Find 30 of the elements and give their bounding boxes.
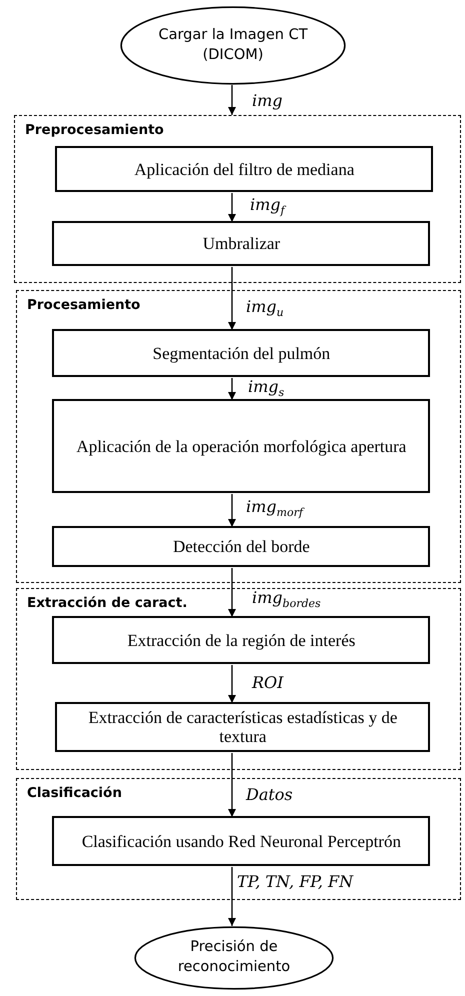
edge-label: img$_{u}$: [244, 298, 286, 320]
stage-title: Procesamiento: [27, 297, 140, 313]
arrow: [228, 753, 236, 817]
stage-title: Extracción de caract.: [27, 595, 188, 611]
edge-label: img$_{bordes}$: [250, 589, 323, 610]
edge-label: img$_{morf}$: [244, 498, 305, 520]
process-box: Clasificación usando Red Neuronal Perceptrón: [52, 816, 430, 866]
process-box: Aplicación del filtro de mediana: [55, 146, 434, 192]
edge-label: img$_{s}$: [246, 378, 286, 400]
arrow: [228, 568, 236, 617]
process-box: Extracción de la región de interés: [52, 616, 430, 664]
stage-title: Preprocesamiento: [25, 122, 164, 138]
process-box: Umbralizar: [52, 221, 430, 266]
arrow: [228, 867, 236, 926]
process-box: Aplicación de la operación morfológica apertura: [52, 399, 430, 494]
arrow: [228, 665, 236, 703]
arrow: [228, 85, 236, 115]
edge-label: img$_{f}$: [248, 196, 287, 218]
process-box: Extracción de características estadísticas y de textura: [55, 702, 430, 752]
arrow: [228, 267, 236, 330]
stage-title: Clasificación: [27, 785, 122, 801]
arrow: [228, 193, 236, 222]
process-box: Detección del borde: [52, 526, 430, 568]
arrow: [228, 378, 236, 400]
terminal-ellipse: Precisión de reconocimiento: [134, 926, 334, 990]
arrow: [228, 494, 236, 527]
terminal-ellipse: Cargar la Imagen CT (DICOM): [120, 6, 346, 85]
edge-label: img: [250, 92, 285, 110]
process-box: Segmentación del pulmón: [52, 329, 430, 378]
edge-label: TP, TN, FP, FN: [235, 873, 356, 891]
